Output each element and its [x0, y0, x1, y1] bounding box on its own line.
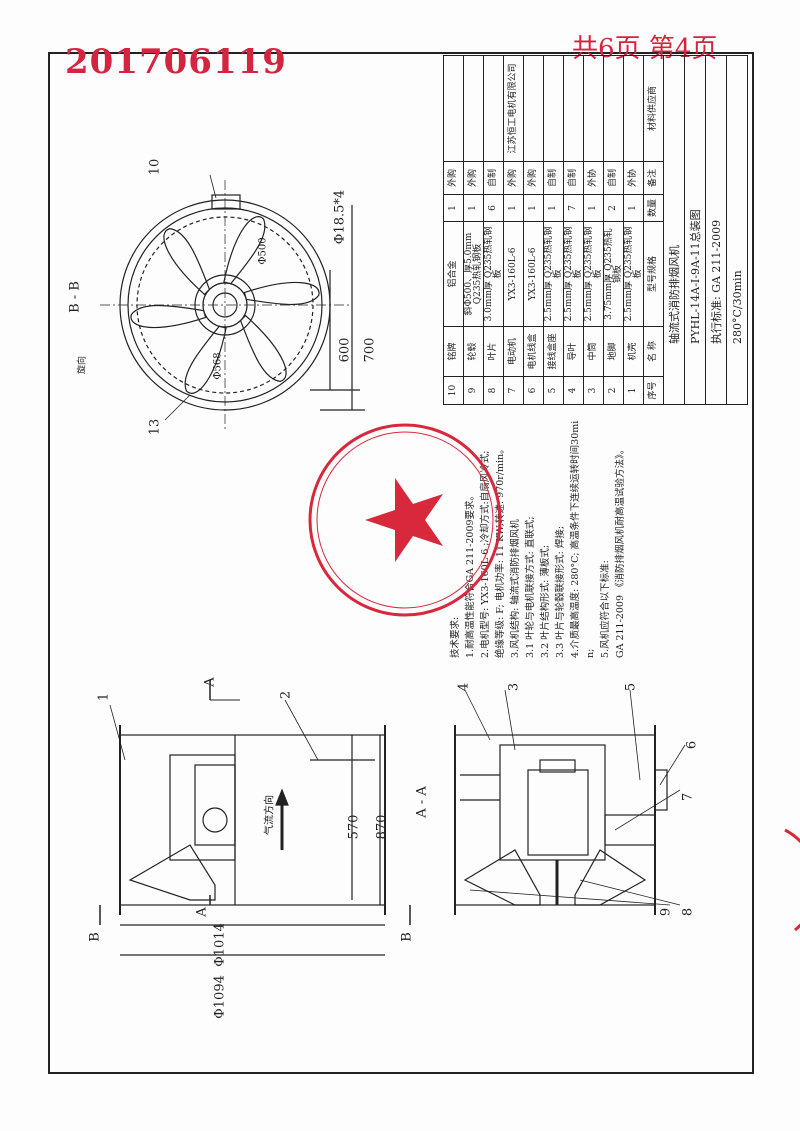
side-section-left [119, 725, 386, 956]
fan-blade [243, 281, 320, 306]
dim-600: 600 [337, 337, 353, 363]
section-mark-a-bottom: A [194, 907, 210, 917]
dim-568: Φ568 [212, 352, 224, 380]
fan-blades [130, 216, 320, 394]
fan-blade [239, 314, 287, 382]
airflow-label: 气流方向 [264, 795, 276, 835]
fan-blade [223, 216, 266, 285]
bb-view [100, 180, 365, 430]
bb-view-title: B - B [67, 281, 83, 313]
dim-570: 570 [346, 814, 362, 840]
section-mark-b-left: B [87, 932, 103, 942]
page-info: 共6页 第4页 [572, 34, 718, 64]
callout-6: 6 [684, 740, 700, 750]
fan-blade [184, 325, 227, 394]
red-stamp [308, 423, 800, 932]
drawing-frame [48, 52, 754, 1074]
section-mark-b-right: B [399, 932, 415, 942]
callout-8: 8 [680, 907, 696, 917]
callout-13: 13 [147, 418, 163, 436]
dim-700: 700 [362, 337, 378, 363]
callout-10: 10 [147, 158, 163, 176]
callout-3: 3 [506, 682, 522, 692]
aa-section-right [454, 725, 668, 915]
callout-4: 4 [456, 682, 472, 692]
dim-holes: Φ18.5*4 [332, 189, 348, 245]
callout-7: 7 [680, 792, 696, 802]
dim-500: Φ500 [257, 237, 269, 265]
callout-9: 9 [658, 907, 674, 917]
section-mark-a-top: A [202, 677, 218, 687]
callout-1: 1 [96, 692, 112, 702]
dim-1094: Φ1094 [212, 975, 228, 1019]
callout-2: 2 [278, 690, 294, 700]
dim-870: 870 [374, 814, 390, 840]
callout-5: 5 [623, 682, 639, 692]
fan-blade [163, 228, 211, 296]
fan-blade [130, 304, 207, 329]
aa-view-title: A - A [414, 786, 430, 818]
dim-1014: Φ1014 [212, 923, 228, 967]
date-stamp: 201706119 [65, 42, 287, 82]
rotation-label: 旋向 [77, 355, 88, 375]
